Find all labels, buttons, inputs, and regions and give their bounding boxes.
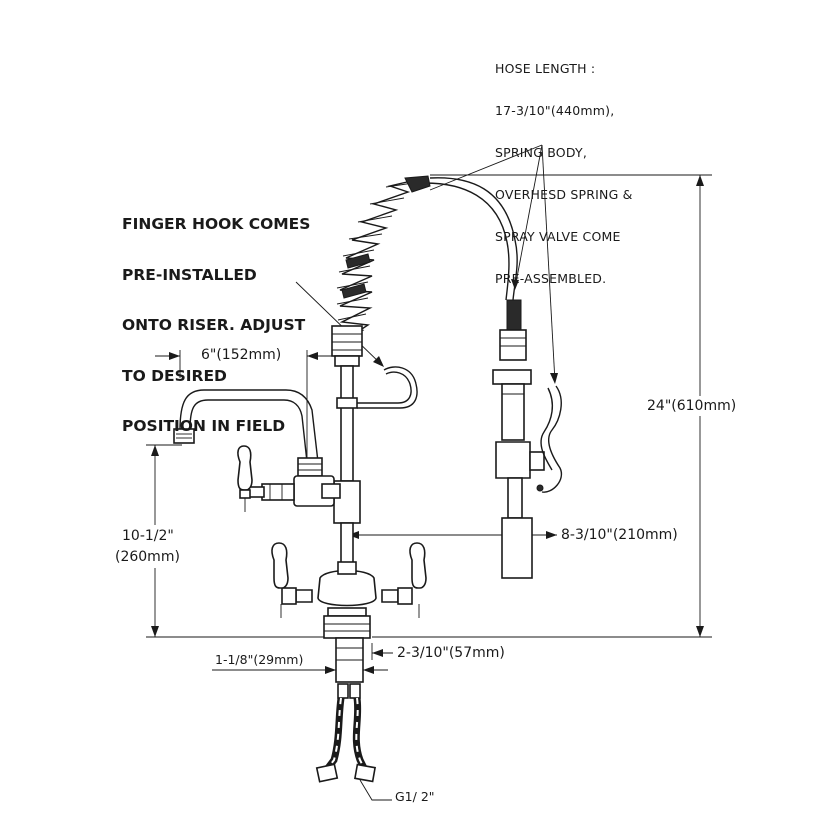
hose-note-line: SPRAY VALVE COME xyxy=(495,229,621,244)
supply-hoses xyxy=(315,683,377,783)
finger-hook-note: FINGER HOOK COMES PRE-INSTALLED ONTO RIS… xyxy=(122,186,310,454)
finger-hook-note-line: TO DESIRED xyxy=(122,366,227,385)
upper-body xyxy=(237,445,341,512)
finger-hook-note-line: PRE-INSTALLED xyxy=(122,265,257,284)
finger-hook-note-line: FINGER HOOK COMES xyxy=(122,215,311,233)
hose-note-line: OVERHESD SPRING & xyxy=(495,187,633,202)
shank-spacing-label: 2-3/10"(57mm) xyxy=(397,645,505,661)
dimension-lines xyxy=(146,174,712,801)
swing-spout xyxy=(173,389,323,477)
finger-hook-note-line: ONTO RISER. ADJUST xyxy=(122,316,306,334)
hose-note: HOSE LENGTH : 17-3/10"(440mm), SPRING BO… xyxy=(495,38,633,303)
finger-hook-note-line: POSITION IN FIELD xyxy=(122,417,286,435)
connector-thread-label: G1/ 2" xyxy=(395,789,435,804)
spout-reach-label: 6"(152mm) xyxy=(201,347,282,363)
overhead-spring xyxy=(336,175,518,341)
hose-note-line: SPRING BODY, xyxy=(495,145,587,160)
lower-body xyxy=(271,542,427,683)
leader-lines xyxy=(295,144,558,384)
total-height-label: 24"(610mm) xyxy=(647,398,737,414)
spray-valve xyxy=(492,299,563,579)
hose-note-line: 17-3/10"(440mm), xyxy=(495,103,615,118)
hose-note-line: PRE-ASSEMBLED. xyxy=(495,271,607,286)
spray-offset-label: 8-3/10"(210mm) xyxy=(561,527,678,543)
spout-height-inch-label: 10-1/2" xyxy=(122,528,174,544)
hose-note-line: HOSE LENGTH : xyxy=(495,61,596,76)
riser xyxy=(331,325,418,564)
shank-diameter-label: 1-1/8"(29mm) xyxy=(215,652,304,667)
spout-height-mm-label: (260mm) xyxy=(115,549,180,565)
